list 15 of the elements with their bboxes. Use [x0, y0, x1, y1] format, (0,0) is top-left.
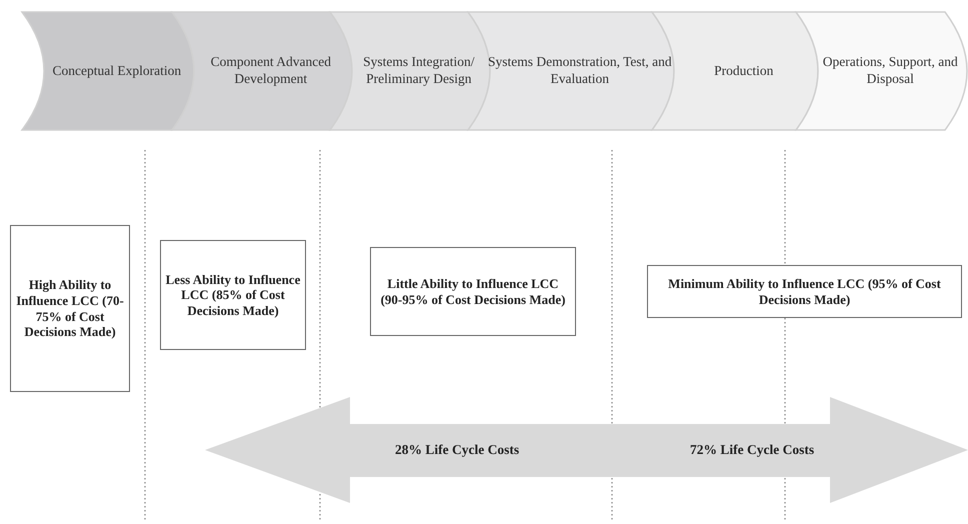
text-box — [160, 240, 306, 350]
arrow-label: 28% Life Cycle Costs — [395, 442, 520, 458]
text-box — [370, 247, 576, 336]
box-text: Little Ability to Influence LCC (90-95% of Cost Decisions Made) — [380, 276, 566, 308]
box-text: High Ability to Influence LCC (70-75% of Cost Decisions Made) — [15, 277, 125, 340]
phase-name: Component Advanced Development — [210, 54, 332, 88]
phase-name: Production — [714, 62, 774, 80]
phase-name: Operations, Support, and Disposal — [822, 54, 959, 88]
arrow-label: 72% Life Cycle Costs — [690, 442, 814, 458]
box-text: Minimum Ability to Influence LCC (95% of Cost Decisions Made) — [667, 276, 942, 308]
phase-name: Conceptual Exploration — [52, 62, 182, 80]
phase-name: Systems Integration/ Preliminary Design — [362, 54, 476, 88]
box-text: Less Ability to Influence LCC (85% of Cost Decisions Made) — [165, 272, 301, 318]
text-box — [10, 225, 130, 392]
text-box — [647, 265, 962, 318]
